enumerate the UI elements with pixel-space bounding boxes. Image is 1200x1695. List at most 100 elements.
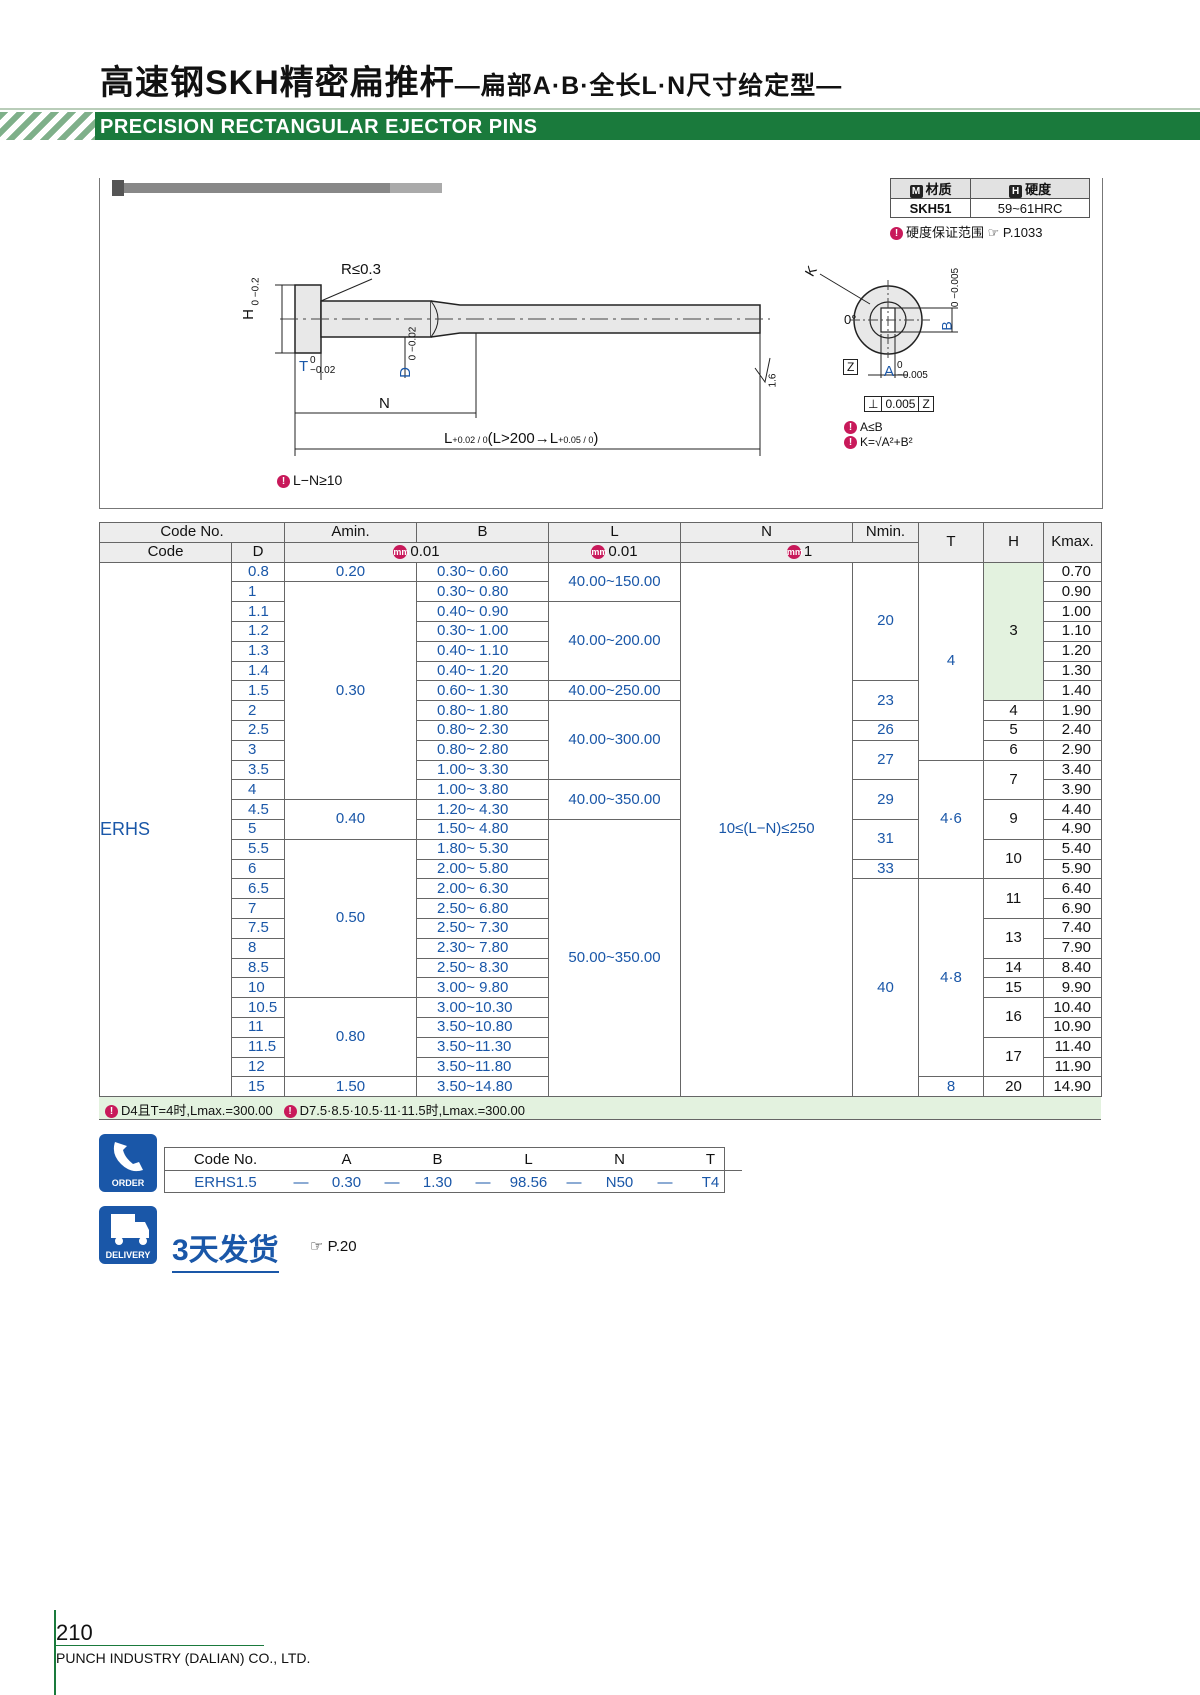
technical-drawing [112, 180, 958, 456]
b-cell: 0.30~ 0.80 [416, 581, 549, 603]
page-number: 210 [56, 1620, 93, 1645]
material-label: 材质 [925, 182, 952, 197]
delivery-icon: DELIVERY [99, 1206, 157, 1264]
b-cell: 1.00~ 3.30 [416, 759, 549, 781]
kmax-cell: 11.90 [1043, 1056, 1102, 1078]
n-cell: 10≤(L−N)≤250 [680, 561, 853, 1098]
d-cell: 5 [231, 818, 285, 840]
header-t: T [918, 522, 984, 563]
notes-bar [99, 1097, 1101, 1120]
l-cell: 40.00~350.00 [548, 779, 681, 820]
t-label: T [299, 358, 309, 375]
d-cell: 2.5 [231, 719, 285, 741]
kmax-cell: 4.90 [1043, 818, 1102, 840]
b-cell: 2.00~ 6.30 [416, 878, 549, 900]
order-icon: ORDER [99, 1134, 157, 1192]
d-cell: 1.4 [231, 660, 285, 682]
note-2: D7.5·8.5·10.5·11·11.5时,Lmax.=300.00 [299, 1103, 525, 1118]
order-value-t: T4 [701, 1173, 720, 1191]
kmax-cell: 9.90 [1043, 977, 1102, 999]
warning-icon: ! [277, 474, 290, 488]
b-cell: 2.50~ 8.30 [416, 957, 549, 979]
header-d: D [231, 541, 285, 563]
ab-notes: !A≤B !K=√A²+B² [844, 420, 913, 450]
d-cell: 11.5 [231, 1036, 285, 1058]
amin-cell: 1.50 [284, 1076, 417, 1098]
t-cell: 4·8 [918, 878, 984, 1078]
amin-cell: 0.50 [284, 838, 417, 999]
kmax-cell: 1.00 [1043, 601, 1102, 622]
t-tolerance: 0−0.02 [310, 355, 336, 376]
l-cell: 40.00~300.00 [548, 700, 681, 781]
kmax-cell: 3.40 [1043, 759, 1102, 781]
nmin-cell: 40 [852, 878, 919, 1098]
h-cell: 3 [983, 561, 1044, 702]
datum-z: Z [843, 359, 859, 375]
hardness-badge: H [1009, 185, 1023, 198]
d-cell: 4.5 [231, 799, 285, 820]
a-label: A [884, 363, 895, 380]
h-cell: 17 [983, 1036, 1044, 1078]
d-cell: 3.5 [231, 759, 285, 781]
d-cell: 6.5 [231, 878, 285, 900]
d-cell: 12 [231, 1056, 285, 1078]
d-cell: 7 [231, 898, 285, 919]
b-cell: 3.50~11.80 [416, 1056, 549, 1078]
spec-table: Code No. Amin. B L N Nmin. T H Kmax. Cod… [99, 522, 1102, 1098]
b-label: B [938, 321, 955, 331]
order-header-l: L [497, 1148, 560, 1171]
title-sub: —扁部A·B·全长L·N尺寸给定型— [454, 72, 843, 100]
order-header-code: Code No. [164, 1148, 287, 1171]
code-cell: ERHS [99, 561, 232, 1098]
h-cell: 16 [983, 997, 1044, 1038]
pin-photo-shaft [124, 183, 442, 193]
d-cell: 1.5 [231, 680, 285, 702]
kmax-cell: 1.10 [1043, 620, 1102, 642]
note-1: D4且T=4时,Lmax.=300.00 [121, 1103, 273, 1118]
unit-badge: mm [591, 545, 608, 560]
roughness-label: 1.6 [767, 373, 779, 388]
order-icon-label: ORDER [111, 1178, 145, 1188]
b-cell: 0.80~ 1.80 [416, 700, 549, 721]
kmax-cell: 0.70 [1043, 561, 1102, 583]
order-value-l: 98.56 [509, 1173, 548, 1191]
nmin-cell: 20 [852, 561, 919, 682]
angle-label: 0° [844, 312, 857, 327]
warning-icon: ! [844, 436, 857, 450]
order-value-b: 1.30 [422, 1173, 453, 1191]
delivery-days: 3天发货 [172, 1225, 279, 1273]
nmin-cell: 29 [852, 779, 919, 820]
table-row: 12 3.50~11.80 11.90 [100, 1056, 1102, 1078]
l-cell: 40.00~250.00 [548, 680, 681, 702]
l-label: L+0.02 / 0(L>200→L+0.05 / 0) [444, 430, 599, 447]
l-cell: 40.00~200.00 [548, 601, 681, 682]
kmax-cell: 3.90 [1043, 779, 1102, 801]
b-cell: 3.50~14.80 [416, 1076, 549, 1098]
hardness-ref[interactable]: P.1033 [1002, 225, 1043, 240]
delivery-ref[interactable]: ☞ P.20 [310, 1238, 357, 1255]
warning-icon: ! [283, 1105, 297, 1119]
d-cell: 11 [231, 1016, 285, 1038]
order-header-a: A [315, 1148, 378, 1171]
order-header-t: T [679, 1148, 742, 1171]
pointing-hand-icon: ☞ [987, 225, 1000, 240]
order-header-n: N [588, 1148, 651, 1171]
d-cell: 4 [231, 779, 285, 801]
h-cell: 7 [983, 759, 1044, 801]
pin-photo-head [112, 180, 124, 196]
b-cell: 0.40~ 1.10 [416, 640, 549, 662]
header-unit-l: mm0.01 [548, 541, 681, 563]
kmax-cell: 5.40 [1043, 838, 1102, 860]
d-cell: 7.5 [231, 917, 285, 939]
